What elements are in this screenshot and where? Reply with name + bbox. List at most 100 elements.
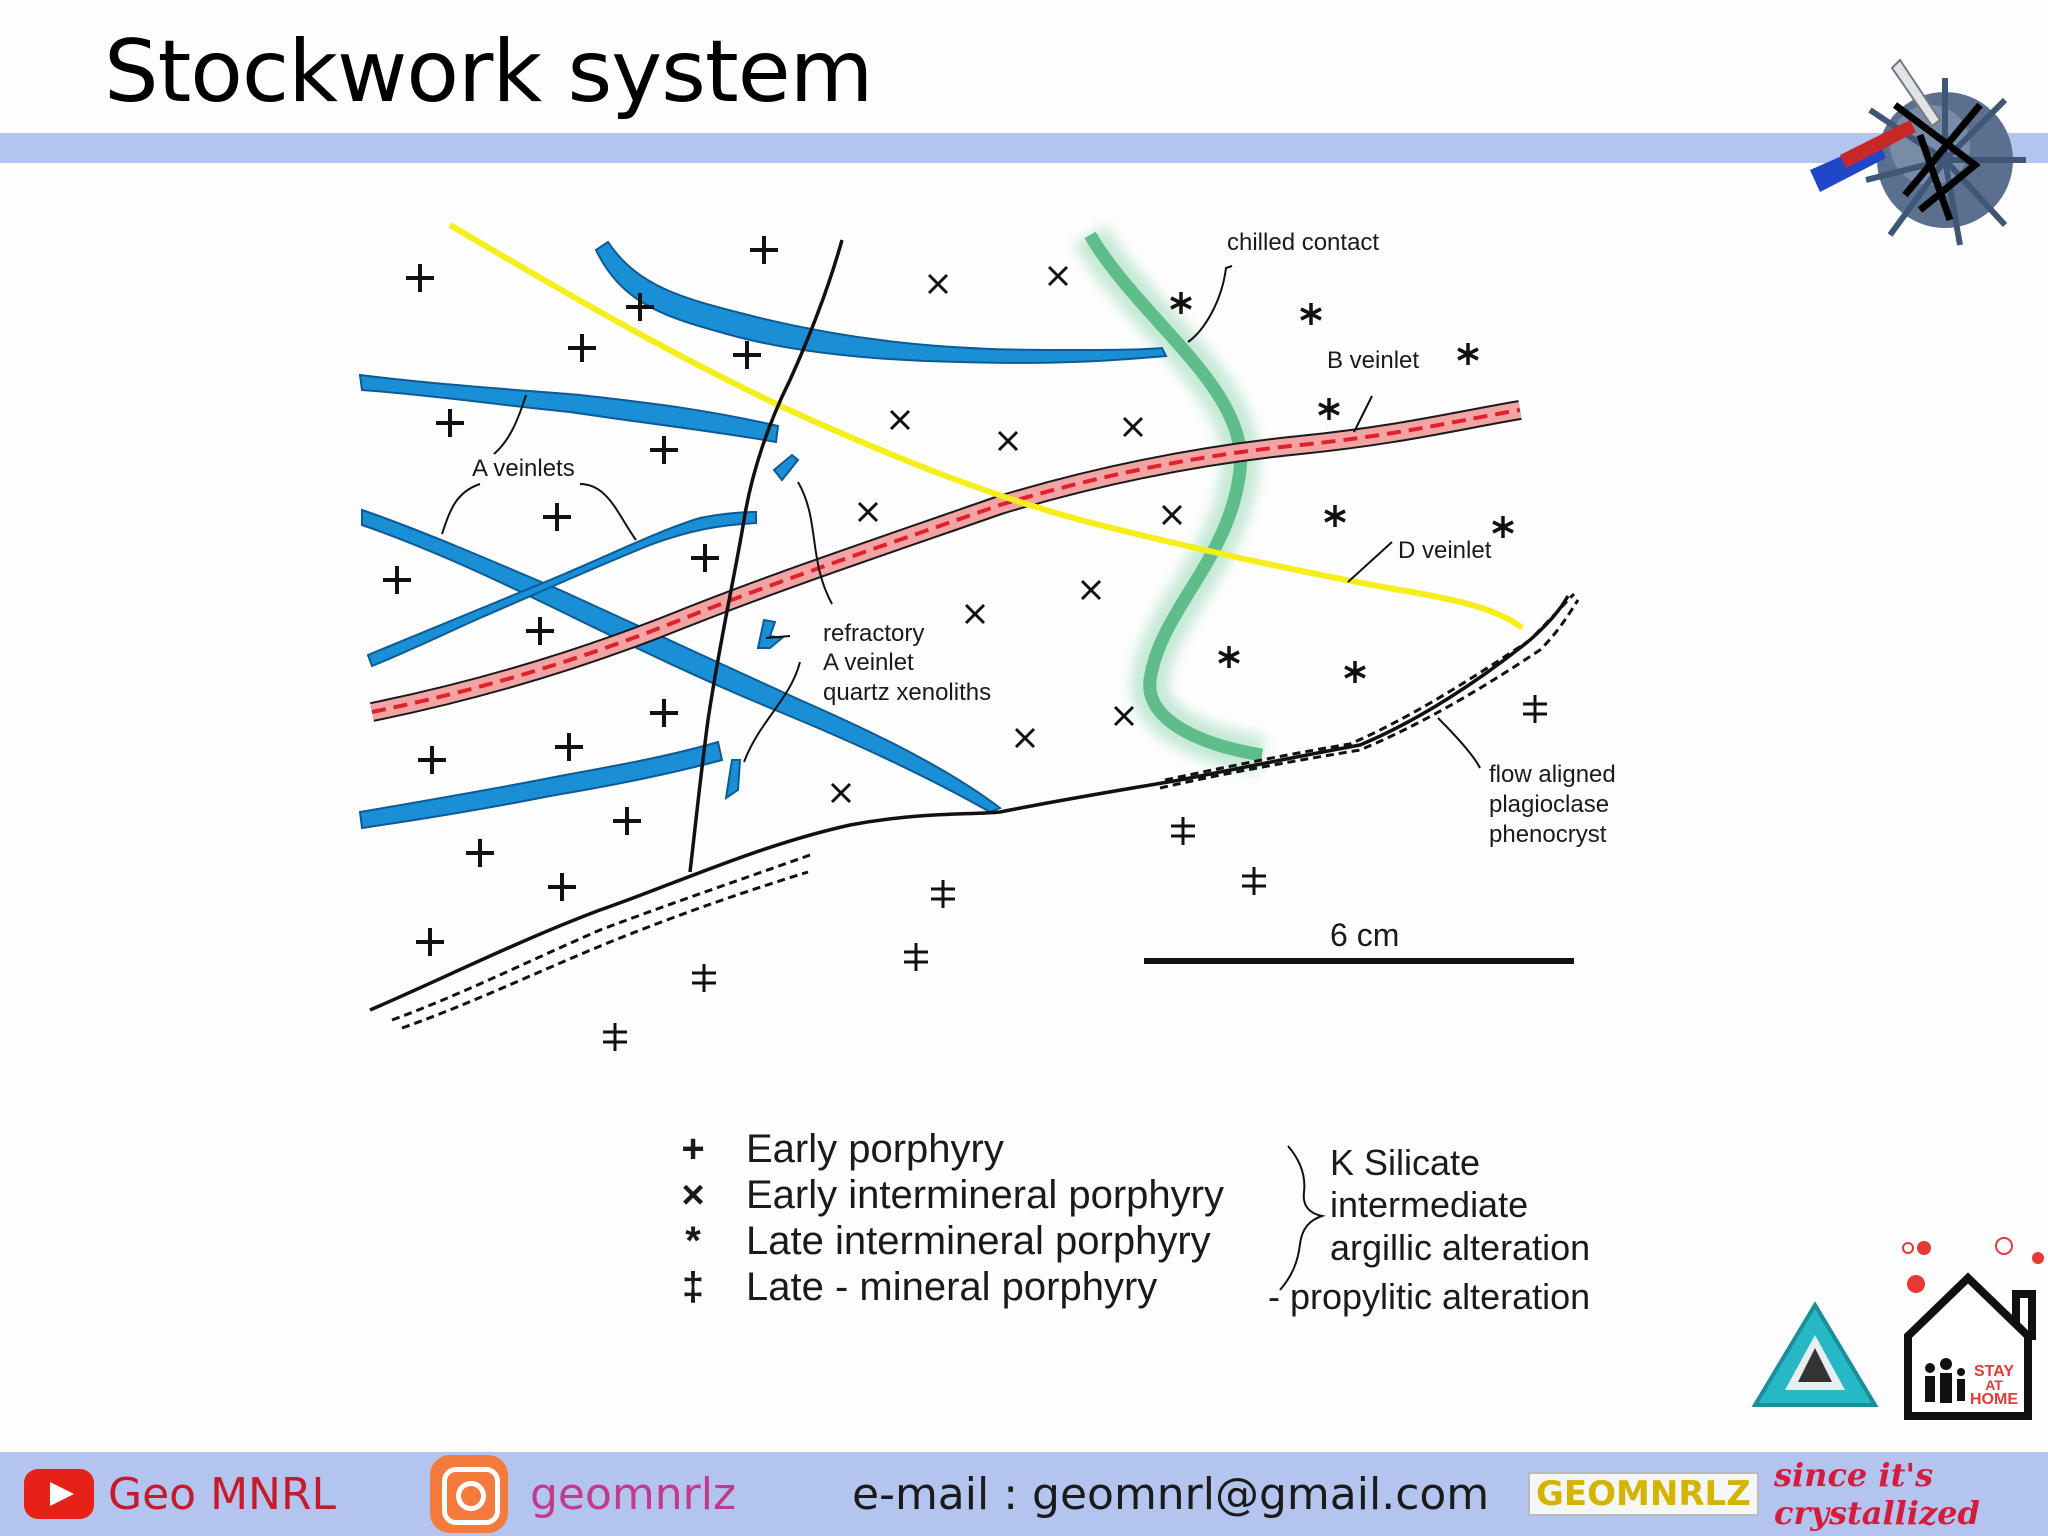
scale-label: 6 cm (1330, 917, 1399, 953)
stay-at-home-house-icon: STAY AT HOME (1902, 1237, 2044, 1420)
plus-symbol-icon (543, 503, 571, 531)
cross-symbol-icon (1014, 727, 1036, 749)
double-dagger-symbol-icon (1171, 817, 1195, 845)
plus-symbol-icon (626, 293, 654, 321)
instagram-link[interactable]: geomnrlz (430, 1452, 736, 1536)
double-dagger-symbol-icon (904, 943, 928, 971)
asterisk-symbol-icon (1170, 292, 1192, 314)
flow-label-2: plagioclase (1489, 791, 1609, 818)
cross-symbol-icon (857, 501, 879, 523)
asterisk-symbol-icon (1318, 398, 1340, 420)
brand-name: GEOMNRLZ (1528, 1472, 1759, 1516)
leader-lines (441, 265, 1481, 769)
instagram-icon (430, 1455, 508, 1533)
instagram-handle: geomnrlz (530, 1468, 737, 1520)
slogan-text: since it's crystallized (1774, 1456, 1980, 1532)
stay-home-text-3: HOME (1970, 1391, 2018, 1408)
double-dagger-symbol-icon (931, 880, 955, 908)
youtube-icon (24, 1469, 94, 1519)
cross-symbol-icon (1113, 705, 1135, 727)
cross-symbol-icon (964, 603, 986, 625)
asterisk-symbol-icon: * (685, 1219, 701, 1263)
asterisk-symbol-icon (1218, 646, 1240, 668)
flow-label-3: phenocryst (1489, 821, 1607, 848)
refractory-leader-1 (797, 481, 833, 605)
b-veinlet (370, 400, 1522, 722)
email-link[interactable]: e-mail : geomnrl@gmail.com (852, 1452, 1489, 1536)
double-dagger-symbol-icon: ‡ (681, 1265, 705, 1309)
double-dagger-symbol-icon (1523, 695, 1547, 723)
alteration-brace (1279, 1145, 1326, 1291)
asterisk-symbol-icon (1344, 661, 1366, 683)
slogan: since it's crystallized (1774, 1452, 2048, 1536)
intrusive-contacts (369, 239, 1570, 1012)
a-veinlet-lower-left (358, 740, 724, 830)
asterisk-symbol-icon (1324, 505, 1346, 527)
youtube-link[interactable]: Geo MNRL (24, 1452, 336, 1536)
stay-home-text-2: AT (1985, 1377, 2003, 1393)
youtube-channel-name: Geo MNRL (108, 1468, 337, 1520)
rock-hammer-icon (1810, 58, 1942, 192)
chilled-contact-leader (1187, 265, 1233, 343)
alteration-argillic: argillic alteration (1330, 1227, 1591, 1268)
title-bar (0, 133, 2048, 163)
chilled-contact-label: chilled contact (1227, 229, 1379, 256)
b-veinlet-leader (1353, 395, 1373, 433)
cross-symbol-icon (1161, 504, 1183, 526)
d-veinlet-leader (1347, 541, 1393, 583)
double-dagger-symbol-icon (1242, 867, 1266, 895)
alteration-k-silicate: K Silicate (1330, 1142, 1481, 1183)
b-veinlet-label: B veinlet (1327, 347, 1419, 374)
legend-item-late-mineral: ‡ Late - mineral porphyry (670, 1264, 1290, 1310)
flow-label-1: flow aligned (1489, 761, 1616, 788)
geomnrl-hammer-logo (1810, 58, 2026, 246)
a-veinlets-label: A veinlets (472, 455, 575, 482)
plus-symbol-icon (650, 699, 678, 727)
plus-symbol-icon (383, 566, 411, 594)
alteration-propylitic: - propylitic alteration (1268, 1276, 1591, 1317)
legend-item-early-porphyry: + Early porphyry (670, 1126, 1290, 1172)
refractory-leader-2 (765, 635, 791, 639)
refractory-leader-3 (743, 661, 801, 763)
cross-symbol-icon (889, 409, 911, 431)
flow-leader (1437, 717, 1481, 769)
geomnrl-triangle-logo (1751, 1301, 1879, 1407)
cross-symbol-icon: × (681, 1173, 705, 1217)
refractory-label-3: quartz xenoliths (823, 679, 991, 706)
cross-symbol-icon (997, 430, 1019, 452)
legend-item-late-intermineral: * Late intermineral porphyry (670, 1218, 1290, 1264)
legend-item-early-intermineral: × Early intermineral porphyry (670, 1172, 1290, 1218)
plus-symbol-icon (568, 334, 596, 362)
cross-symbol-icon (830, 782, 852, 804)
plus-symbol-icon (406, 264, 434, 292)
plus-symbol-icon (526, 617, 554, 645)
page-title: Stockwork system (104, 22, 873, 122)
chilled-contact-band (1073, 225, 1266, 774)
plus-symbol-icon (466, 839, 494, 867)
xenolith-1 (772, 453, 800, 482)
plus-symbol-icon (650, 436, 678, 464)
a-veinlet-crossing-2 (366, 510, 757, 668)
plus-symbol-icon (613, 807, 641, 835)
a-veinlets-leader-1 (493, 394, 527, 455)
cross-symbol-icon (1080, 579, 1102, 601)
alteration-intermediate: intermediate (1330, 1184, 1529, 1225)
a-veinlet-upper-left (358, 373, 780, 444)
asterisk-symbol-icon (1492, 516, 1514, 538)
footer-bar: Geo MNRL geomnrlz e-mail : geomnrl@gmail… (0, 1452, 2048, 1536)
stay-home-text-1: STAY (1974, 1363, 2014, 1380)
a-veinlet-top (594, 240, 1168, 364)
d-veinlet (448, 222, 1524, 631)
plus-symbol-icon (416, 928, 444, 956)
plus-symbol-icon (691, 544, 719, 572)
email-address: e-mail : geomnrl@gmail.com (852, 1468, 1490, 1520)
xenolith-2 (756, 618, 785, 649)
double-dagger-symbol-icon (603, 1023, 627, 1051)
plus-symbol-icon (418, 746, 446, 774)
plus-symbol-icon (436, 409, 464, 437)
plus-symbol-icon (555, 733, 583, 761)
cross-symbol-icon (927, 273, 949, 295)
cross-symbol-icon (1122, 416, 1144, 438)
d-veinlet-label: D veinlet (1398, 537, 1492, 564)
cross-symbol-icon (1047, 265, 1069, 287)
